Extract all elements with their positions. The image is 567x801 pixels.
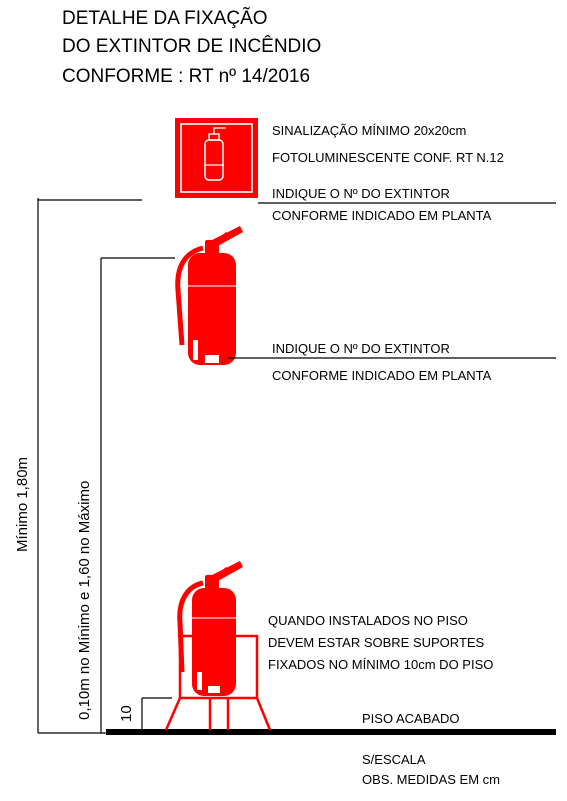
sign-text-indicate: INDIQUE O Nº DO EXTINTOR <box>272 186 450 201</box>
floor-gap-label: 10 <box>118 705 135 722</box>
title-line-2: DO EXTINTOR DE INCÊNDIO <box>62 36 322 57</box>
range-label: 0,10m no Mínimo e 1,60 no Máximo <box>76 480 93 720</box>
wall-text-plan: CONFORME INDICADO EM PLANTA <box>272 368 492 383</box>
title-line-1: DETALHE DA FIXAÇÃO <box>62 8 268 29</box>
fire-extinguisher-icon <box>175 226 243 365</box>
scale-note: S/ESCALA <box>362 752 426 767</box>
floor-text-1: QUANDO INSTALADOS NO PISO <box>268 613 468 628</box>
dimension-min-height <box>37 198 142 734</box>
sign-text-size: SINALIZAÇÃO MÍNIMO 20x20cm <box>272 123 467 138</box>
units-note: OBS. MEDIDAS EM cm <box>362 772 500 787</box>
wall-text-indicate: INDIQUE O Nº DO EXTINTOR <box>272 341 450 356</box>
title-line-3: CONFORME : RT nº 14/2016 <box>62 66 311 87</box>
min-height-label: Mínimo 1,80m <box>14 456 31 552</box>
dimension-floor-gap <box>141 697 172 732</box>
fire-extinguisher-sign-icon <box>175 118 258 198</box>
floor-line <box>106 729 556 735</box>
floor-fire-extinguisher-icon <box>177 561 243 696</box>
floor-text-2: DEVEM ESTAR SOBRE SUPORTES <box>268 635 485 650</box>
floor-label: PISO ACABADO <box>362 711 460 726</box>
dimension-range <box>100 257 175 733</box>
floor-text-3: FIXADOS NO MÍNIMO 10cm DO PISO <box>268 657 494 672</box>
sign-text-luminescent: FOTOLUMINESCENTE CONF. RT N.12 <box>272 150 504 165</box>
sign-text-plan: CONFORME INDICADO EM PLANTA <box>272 208 492 223</box>
